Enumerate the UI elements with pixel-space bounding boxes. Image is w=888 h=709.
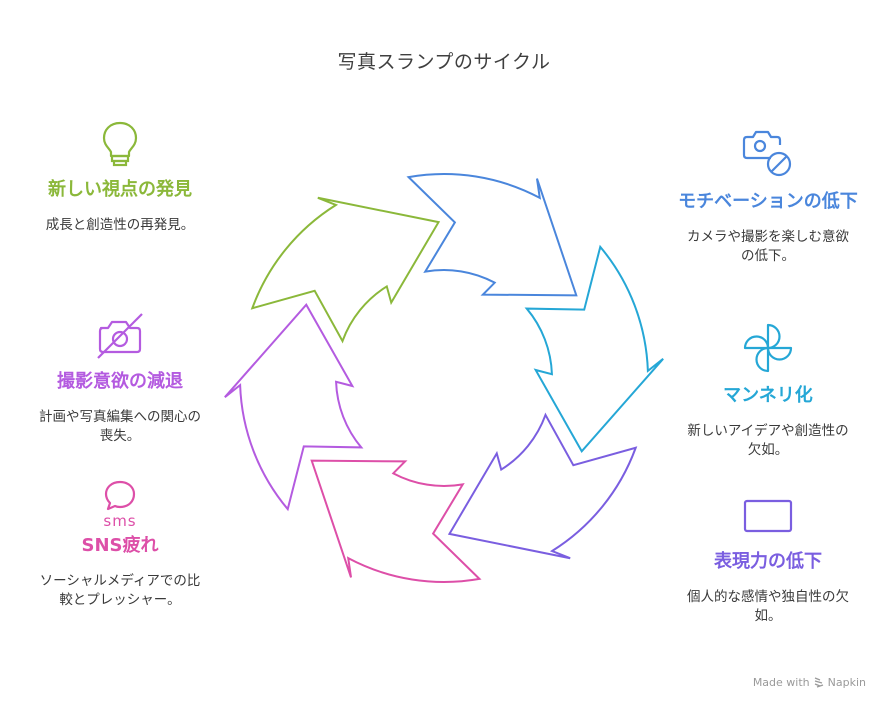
stage-heading: 表現力の低下 bbox=[714, 551, 822, 572]
stage-description: 個人的な感情や独自性の欠如。 bbox=[687, 589, 849, 624]
napkin-logo-icon bbox=[814, 677, 823, 688]
cycle-arrow-mannerism bbox=[524, 244, 664, 453]
stage-description: カメラや撮影を楽しむ意欲の低下。 bbox=[687, 229, 849, 264]
stage-motivation-drop: モチベーションの低下 カメラや撮影を楽しむ意欲の低下。 bbox=[678, 128, 858, 266]
stage-heading: SNS疲れ bbox=[81, 535, 159, 556]
diagram-title: 写真スランプのサイクル bbox=[337, 51, 551, 73]
stage-heading: 新しい視点の発見 bbox=[48, 179, 192, 200]
stage-heading: マンネリ化 bbox=[723, 385, 813, 406]
stage-shooting-will-drop: 撮影意欲の減退 計画や写真編集への関心の喪失。 bbox=[30, 312, 210, 446]
cycle-arrow-sns-fatigue bbox=[310, 459, 482, 583]
camera-prohibited-icon bbox=[742, 130, 792, 177]
cycle-arrow-motivation-drop bbox=[406, 173, 578, 297]
camera-off-icon bbox=[97, 313, 143, 359]
stage-heading: モチベーションの低下 bbox=[678, 191, 858, 212]
svg-text:sms: sms bbox=[103, 512, 136, 530]
sms-bubble-icon: sms bbox=[103, 480, 136, 530]
lightbulb-icon bbox=[102, 121, 138, 167]
stage-mannerism: マンネリ化 新しいアイデアや創造性の欠如。 bbox=[678, 322, 858, 460]
stage-sns-fatigue: sms SNS疲れ ソーシャルメディアでの比較とプレッシャー。 bbox=[30, 480, 210, 610]
stage-description: 計画や写真編集への関心の喪失。 bbox=[39, 409, 201, 444]
stage-description: 新しいアイデアや創造性の欠如。 bbox=[687, 423, 849, 458]
pinwheel-icon bbox=[743, 323, 793, 373]
stage-expression-drop: 表現力の低下 個人的な感情や独自性の欠如。 bbox=[678, 498, 858, 626]
made-with-label: Made with bbox=[752, 676, 810, 689]
napkin-brand: Napkin bbox=[827, 676, 866, 689]
stage-description: 成長と創造性の再発見。 bbox=[45, 217, 195, 233]
cycle-arrow-new-perspective bbox=[250, 196, 441, 344]
stage-heading: 撮影意欲の減退 bbox=[57, 371, 183, 392]
stage-new-perspective: 新しい視点の発見 成長と創造性の再発見。 bbox=[30, 120, 210, 235]
cycle-arrow-expression-drop bbox=[447, 412, 638, 560]
blank-rectangle-icon bbox=[743, 499, 793, 533]
stage-description: ソーシャルメディアでの比較とプレッシャー。 bbox=[39, 573, 201, 608]
made-with-napkin[interactable]: Made with Napkin bbox=[753, 676, 866, 689]
cycle-arrow-shooting-will-drop bbox=[224, 303, 364, 512]
